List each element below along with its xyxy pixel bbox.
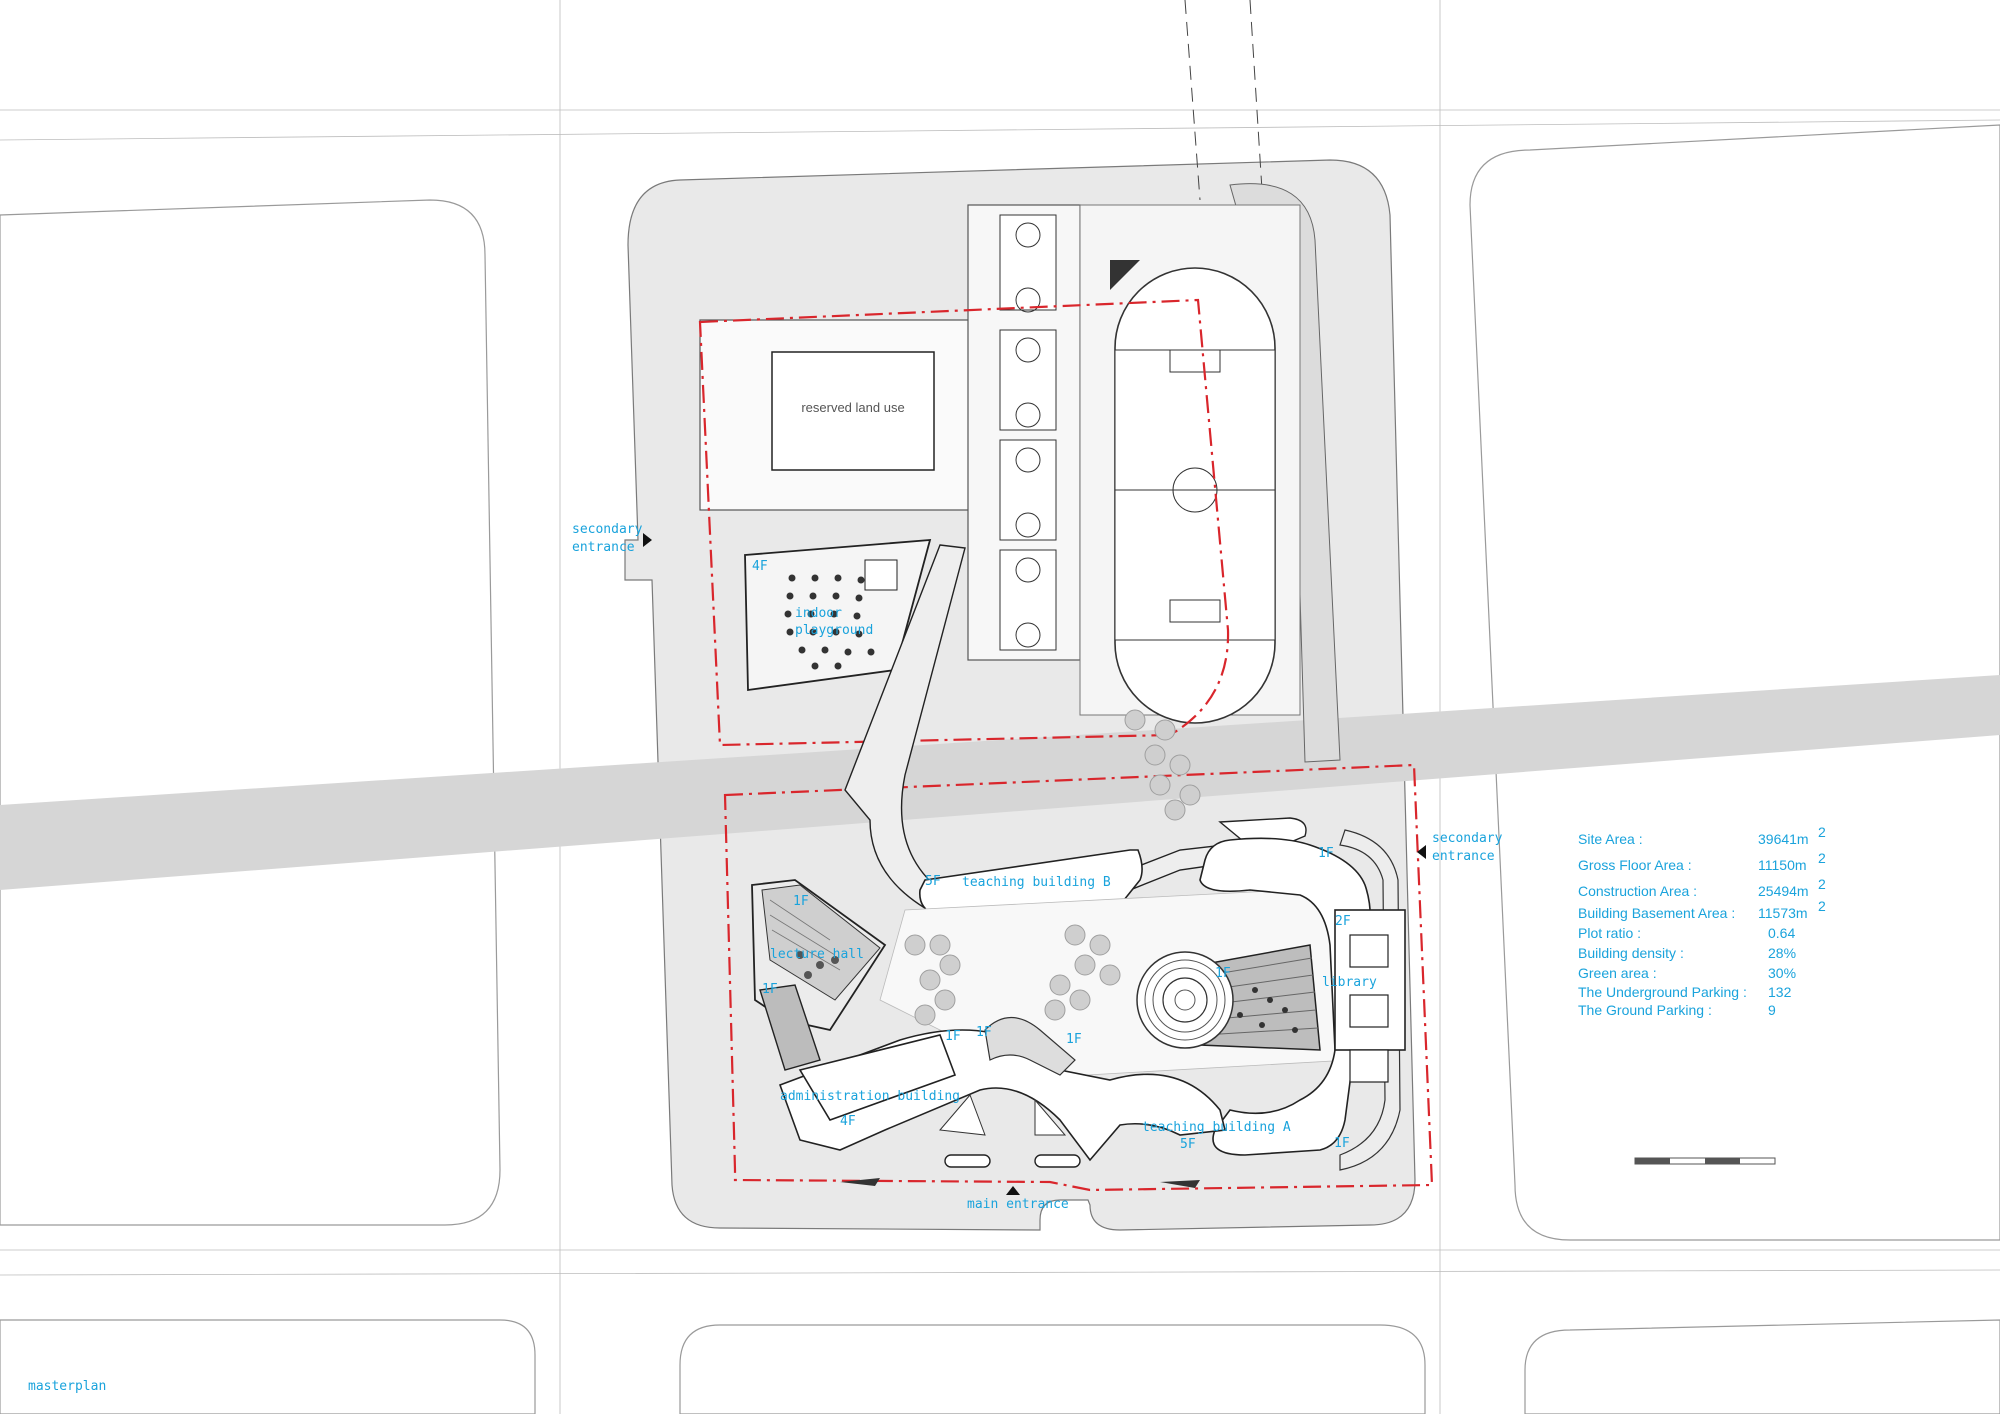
lecture-bottom-floor-label: 1F <box>762 982 778 997</box>
main-entrance-arrow <box>1006 1186 1020 1195</box>
secondary-entrance-left-arrow <box>643 533 652 547</box>
teaching-building-a-label: teaching building A <box>1142 1120 1291 1135</box>
admin-4f-label: 4F <box>840 1114 856 1129</box>
top-road-centerline <box>1184 0 1263 201</box>
stat-label: The Underground Parking : <box>1578 984 1747 1000</box>
amphitheater <box>1136 951 1234 1049</box>
stat-value: 28% <box>1768 945 1796 961</box>
running-track <box>1079 204 1301 724</box>
library <box>1199 909 1406 1083</box>
library-2f-label: 2F <box>1335 914 1351 929</box>
stat-unit-superscript: 2 <box>1818 850 1826 866</box>
trees <box>904 709 1201 1026</box>
admin-1f-label-a: 1F <box>945 1029 961 1044</box>
masterplan-title: masterplan <box>28 1379 106 1394</box>
right-city-block <box>1469 124 2000 1241</box>
teaching-a-1f-label: 1F <box>1334 1136 1350 1151</box>
admin-wing <box>798 1034 957 1121</box>
stat-label: Plot ratio : <box>1578 925 1641 941</box>
stat-label: Building density : <box>1578 945 1684 961</box>
stat-value: 11150m <box>1758 857 1807 873</box>
secondary-entrance-right-label-line2: entrance <box>1432 849 1495 864</box>
stat-value: 11573m <box>1758 905 1808 921</box>
stat-label: Green area : <box>1578 965 1657 981</box>
bottom-middle-block <box>679 1324 1426 1414</box>
basketball-courts <box>967 204 1081 661</box>
admin-1f-label-b: 1F <box>976 1025 992 1040</box>
teaching-b-floor-label: 5F <box>925 874 941 889</box>
bottom-right-block <box>1524 1319 2000 1414</box>
stat-unit-superscript: 2 <box>1818 898 1826 914</box>
stat-value: 39641m <box>1758 831 1809 847</box>
playground-floor-label: 4F <box>752 559 768 574</box>
top-right-building <box>1218 817 1307 856</box>
secondary-entrance-right-label-line1: secondary <box>1432 831 1503 846</box>
secondary-entrance-right-arrow <box>1417 845 1426 859</box>
stat-value: 132 <box>1768 984 1792 1000</box>
stat-value: 30% <box>1768 965 1796 981</box>
teaching-a-5f-label: 5F <box>1180 1137 1196 1152</box>
indoor-playground-label-line1: indoor <box>795 606 842 621</box>
indoor-playground-label-line2: playground <box>795 623 873 638</box>
ring-building <box>1199 837 1372 1156</box>
stat-unit-superscript: 2 <box>1818 876 1826 892</box>
lecture-hall <box>751 879 887 1071</box>
lecture-hall-label: lecture hall <box>770 947 864 962</box>
lecture-top-floor-label: 1F <box>793 894 809 909</box>
scale-bar <box>1634 1157 1776 1165</box>
main-entrance-label: main entrance <box>967 1197 1069 1212</box>
stat-label: Construction Area : <box>1578 883 1697 899</box>
teaching-building-b-label: teaching building B <box>962 875 1111 890</box>
stat-label: Building Basement Area : <box>1578 905 1735 921</box>
entrance-canopy <box>984 1017 1076 1076</box>
reserved-land-label: reserved land use <box>801 400 904 415</box>
bottom-left-block <box>0 1319 536 1414</box>
entrance-forecourt <box>840 1094 1200 1188</box>
left-city-block <box>0 199 501 1226</box>
reserved-land-area: reserved land use <box>699 319 971 511</box>
library-label: library <box>1322 975 1377 990</box>
site-boundary <box>698 298 1434 1192</box>
stat-label: Gross Floor Area : <box>1578 857 1692 873</box>
stat-label: Site Area : <box>1578 831 1643 847</box>
stat-value: 0.64 <box>1768 925 1795 941</box>
stat-value: 9 <box>1768 1002 1776 1018</box>
library-1f-label: 1F <box>1215 966 1231 981</box>
top-right-floor-label: 1F <box>1318 846 1334 861</box>
secondary-entrance-left-label-line2: entrance <box>572 540 635 555</box>
stat-label: The Ground Parking : <box>1578 1002 1712 1018</box>
administration-building-label: administration building <box>780 1089 960 1104</box>
secondary-entrance-left-label-line1: secondary <box>572 522 643 537</box>
stat-value: 25494m <box>1758 883 1809 899</box>
stat-unit-superscript: 2 <box>1818 824 1826 840</box>
admin-1f-label-c: 1F <box>1066 1032 1082 1047</box>
